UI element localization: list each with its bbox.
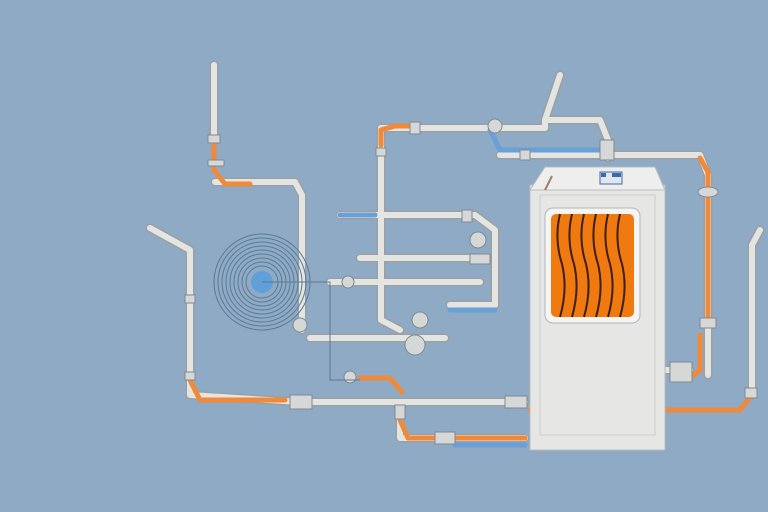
pipe-fittings [184,118,758,445]
cold-water-pipes [337,127,603,448]
coiled-hose [213,233,360,381]
furnace [529,166,666,451]
pipe-network [145,60,765,448]
flame-pattern [556,213,626,318]
